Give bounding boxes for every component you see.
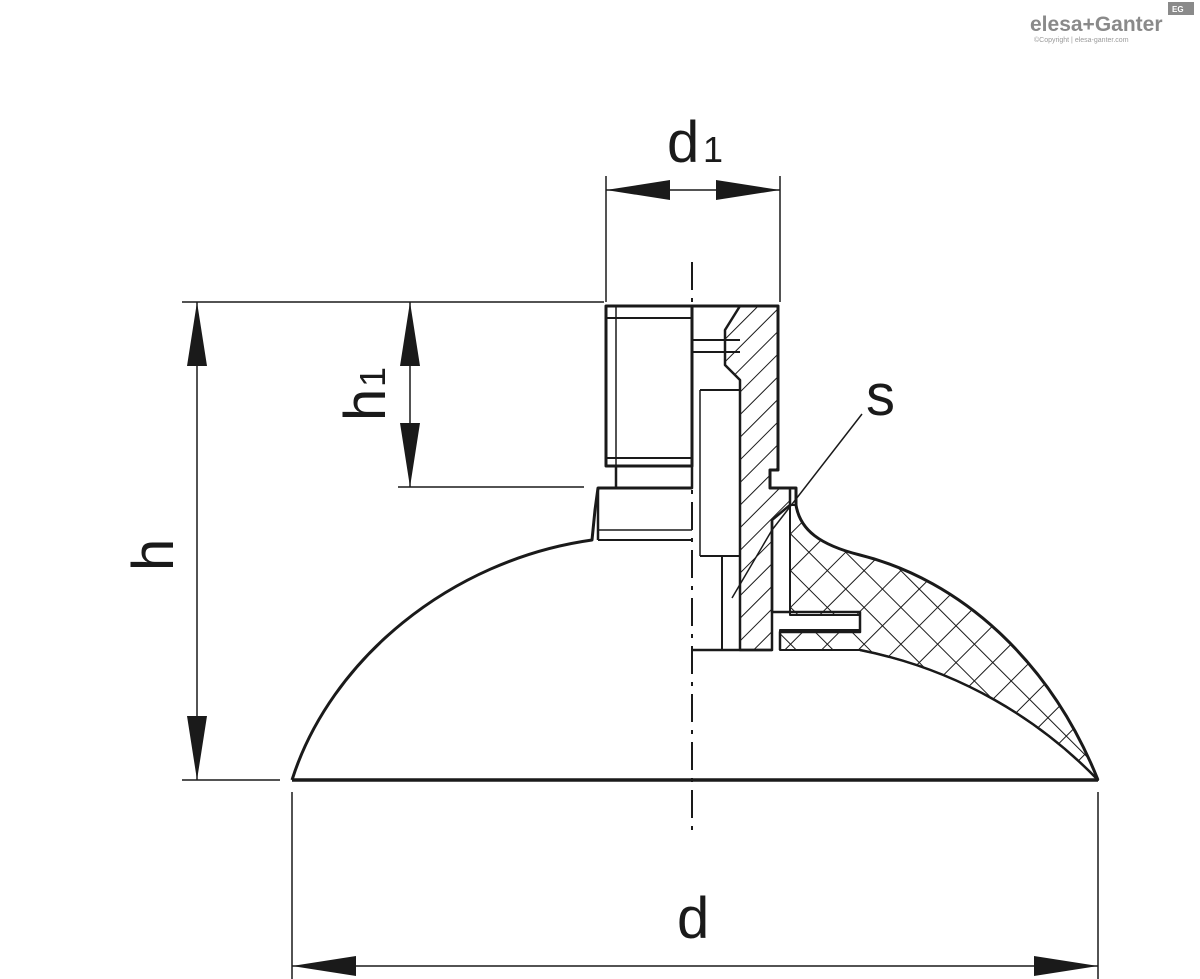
h-label-text: h — [121, 539, 186, 571]
brand-logo-text: elesa+Ganter — [1030, 13, 1163, 36]
brand-badge-text: EG — [1172, 5, 1184, 14]
h-arrow-top — [187, 302, 207, 366]
s-label: s — [866, 363, 895, 428]
stud-neck — [614, 464, 694, 490]
dome-left-outline — [290, 486, 692, 781]
s-leader-line — [771, 413, 863, 531]
h1-label-sub: 1 — [352, 367, 393, 387]
ring-contour — [770, 520, 862, 650]
s-leader-line-inner — [731, 529, 773, 599]
insert-section-hatch — [723, 304, 792, 652]
h1-arrow-top — [400, 302, 420, 366]
d1-arrow-left — [606, 180, 670, 200]
d-arrow-left — [292, 956, 356, 976]
h-label: h — [121, 539, 186, 571]
part-drawing — [290, 304, 1100, 782]
dimension-d — [291, 792, 1099, 979]
d1-label-main: d — [667, 110, 699, 175]
d1-arrow-right — [716, 180, 780, 200]
threaded-stud-outline — [604, 304, 694, 468]
h1-arrow-bottom — [400, 423, 420, 487]
dimension-h1 — [182, 301, 604, 488]
brand-logo: elesa+Ganter ©Copyright | elesa-ganter.c… — [1030, 2, 1194, 44]
brand-badge — [1168, 2, 1194, 15]
d-arrow-right — [1034, 956, 1098, 976]
h-arrow-bottom — [187, 716, 207, 780]
brand-copyright: ©Copyright | elesa-ganter.com — [1034, 36, 1129, 44]
h1-label-main: h — [333, 389, 398, 421]
d1-label-sub: 1 — [703, 129, 723, 170]
h1-label: h 1 — [333, 367, 398, 421]
dimension-h — [182, 302, 280, 781]
d-label: d — [677, 886, 709, 951]
rubber-section-hatch — [779, 504, 1099, 781]
dimension-d1 — [605, 176, 781, 302]
